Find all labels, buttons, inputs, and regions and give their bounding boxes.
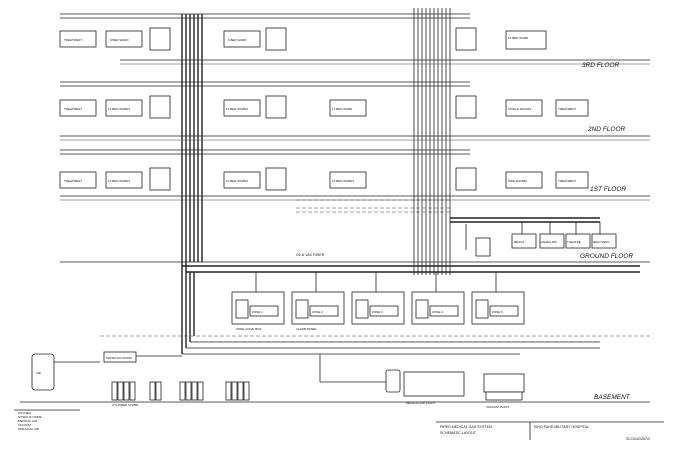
ground-room-label: ANAES RM <box>541 240 557 244</box>
vac-label: VACUUM PLANT <box>486 405 509 409</box>
receiver <box>385 369 401 393</box>
title-block: PIPED MEDICAL GAS SYSTEM SCHEMATIC LAYOU… <box>436 421 664 441</box>
floor-label-1st: 1ST FLOOR <box>590 186 626 193</box>
basement-zones: ZONE 1 ZONE 2 ZONE 3 ZONE 4 ZONE 5 ZONE … <box>181 262 640 354</box>
plant-label: MEDICAL AIR PLANT <box>406 401 436 405</box>
manifold <box>103 351 137 363</box>
room-ward <box>105 30 143 48</box>
room-label: 17 BED WARD <box>332 107 353 111</box>
floor-label-3rd: 3RD FLOOR <box>582 62 620 69</box>
zone-note: ALARM PANEL <box>296 327 317 331</box>
legend-item: NITROUS OXIDE <box>18 415 42 419</box>
zone-label: ZONE 5 <box>492 310 503 314</box>
project-name: KING FAHD MILITARY HOSPITAL <box>534 425 589 429</box>
room-label: TREATMENT <box>64 38 82 42</box>
zone-label: ZONE 1 <box>252 310 263 314</box>
room-label: 10 BED WARDS <box>332 179 354 183</box>
zone-label: ZONE 3 <box>372 310 383 314</box>
ground-room-label: RESUS <box>514 240 524 244</box>
room-label: TREATMENT <box>558 107 576 111</box>
zone-note: ZONE VALVE BOX <box>236 327 262 331</box>
third-floor: TREATMENT 6 BED WARD 6 BED WARD 14 BED W… <box>59 13 650 69</box>
drawing-number: SC/1042/267/0 <box>626 437 650 441</box>
ground-room-label: RECOVERY <box>593 240 610 244</box>
legend-item: SURGICAL AIR <box>18 427 40 431</box>
basement-plant: VIE MANIFOLD ROOM CYLINDER STORE ME <box>20 335 650 409</box>
medical-air-plant <box>403 371 465 397</box>
room-label: TREATMENT <box>64 179 82 183</box>
room-label: SINGLE ROOMS <box>508 107 531 111</box>
floor-label-basement: BASEMENT <box>594 394 631 401</box>
vacuum-plant <box>483 373 525 393</box>
floor-label-2nd: 2ND FLOOR <box>587 126 626 133</box>
room-label: 6 BED WARD <box>110 38 129 42</box>
legend-item: MEDICAL AIR <box>18 419 38 423</box>
floor-label-ground: GROUND FLOOR <box>580 253 633 260</box>
vie-tank <box>31 353 55 391</box>
cylinder-label: CYLINDER STORE <box>112 403 138 407</box>
room-label: 12 BED WARDS <box>226 107 248 111</box>
room-label: 10 BED WARDS <box>226 179 248 183</box>
room-label: TREATMENT <box>558 179 576 183</box>
room-label: 12 BED WARDS <box>108 107 130 111</box>
riser-note: O2 & VAC RISER <box>296 253 325 257</box>
ground-floor: RESUS ANAES RM THEATRE RECOVERY GROUND F… <box>60 217 650 263</box>
room-label: 6 BED WARD <box>228 38 247 42</box>
ground-room-label: THEATRE <box>567 240 581 244</box>
legend-item: OXYGEN <box>18 411 31 415</box>
legend: OXYGEN NITROUS OXIDE MEDICAL AIR VACUUM … <box>14 409 80 431</box>
second-floor: TREATMENT 12 BED WARDS 12 BED WARDS 17 B… <box>59 81 650 141</box>
vie-label: VIE <box>36 371 41 375</box>
legend-item: VACUUM <box>18 423 31 427</box>
room-treatment <box>59 30 97 48</box>
room-label: 13 BED WARDS <box>108 179 130 183</box>
zone-label: ZONE 4 <box>432 310 443 314</box>
drawing-subtitle: SCHEMATIC LAYOUT <box>440 431 477 435</box>
manifold-label: MANIFOLD ROOM <box>106 356 132 360</box>
first-floor: TREATMENT 13 BED WARDS 10 BED WARDS 10 B… <box>59 149 650 213</box>
room-label: 14 BED WARD <box>508 36 529 40</box>
room-label: SIDE ROOMS <box>508 179 527 183</box>
drawing-title: PIPED MEDICAL GAS SYSTEM <box>440 425 492 429</box>
room-label: TREATMENT <box>64 107 82 111</box>
cylinder-bank: CYLINDER STORE <box>111 381 250 407</box>
riser-pipes <box>181 8 451 275</box>
zone-label: ZONE 2 <box>312 310 323 314</box>
